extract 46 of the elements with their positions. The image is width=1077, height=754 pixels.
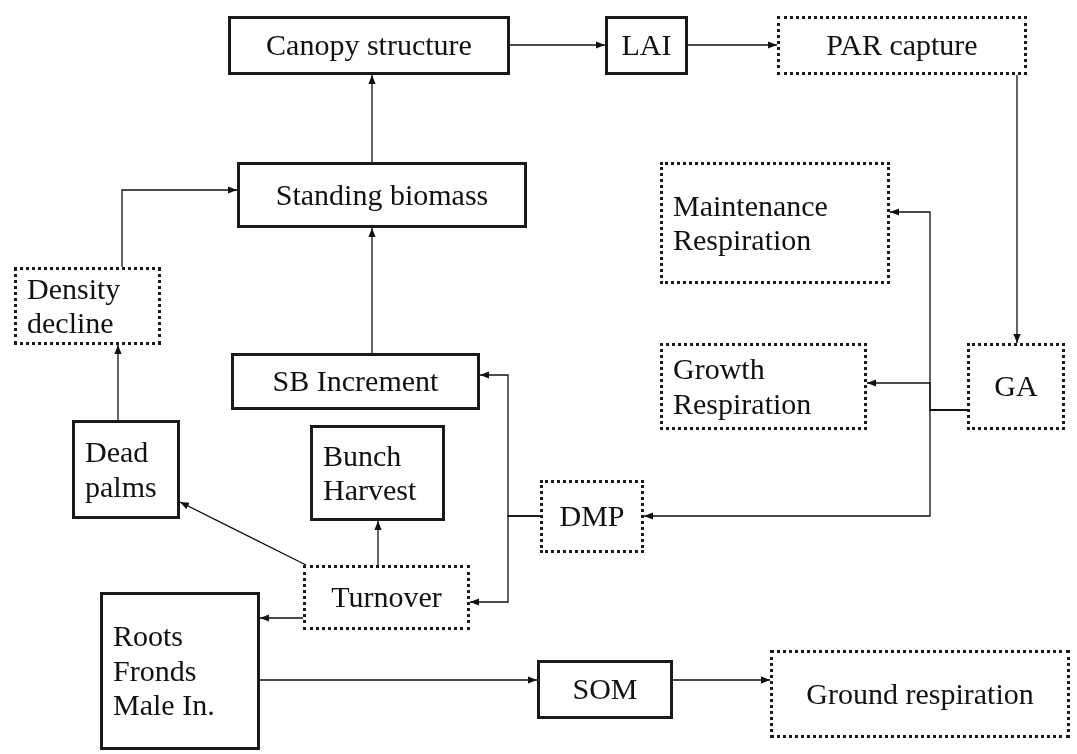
process-box (310, 425, 445, 521)
node-label: GA (994, 369, 1038, 404)
arrow (114, 344, 122, 421)
node-label: LAI (621, 28, 672, 63)
arrow (469, 515, 541, 606)
node-label: Bunch Harvest (323, 438, 418, 508)
node-label: SOM (572, 672, 638, 707)
arrow (121, 186, 238, 268)
arrow (179, 501, 307, 566)
dotted-process-box (660, 162, 890, 284)
node-label: PAR capture (826, 28, 978, 63)
arrow (374, 520, 382, 566)
process-box (605, 16, 688, 75)
node-label: Standing biomass (275, 177, 489, 213)
process-box (237, 162, 527, 228)
dotted-process-box (303, 565, 470, 630)
arrow (687, 41, 778, 49)
node-label: SB Increment (272, 364, 439, 399)
dotted-process-box (14, 267, 161, 345)
arrow (368, 227, 376, 354)
arrow (259, 614, 304, 622)
process-box (228, 16, 510, 75)
dotted-process-box (770, 650, 1070, 738)
process-box (537, 660, 673, 719)
node-label: Canopy structure (266, 28, 472, 63)
node-label: Maintenance Respiration (673, 188, 829, 258)
dotted-process-box (540, 480, 644, 553)
node-label: Density decline (27, 271, 122, 341)
node-label: Dead palms (85, 435, 158, 504)
process-box (72, 420, 180, 519)
dotted-process-box (660, 343, 867, 430)
arrow (672, 676, 771, 684)
arrow (509, 41, 606, 49)
process-box (100, 592, 260, 750)
arrow (368, 74, 376, 163)
arrow (259, 676, 538, 684)
node-label: DMP (559, 499, 625, 534)
arrow (1013, 74, 1021, 344)
node-label: Roots Fronds Male In. (113, 619, 216, 723)
process-box (231, 353, 480, 410)
dotted-process-box (967, 343, 1065, 430)
dotted-process-box (777, 16, 1027, 75)
node-label: Growth Respiration (673, 352, 813, 421)
node-label: Turnover (331, 580, 442, 615)
arrow (643, 409, 968, 520)
node-label: Ground respiration (806, 676, 1034, 712)
